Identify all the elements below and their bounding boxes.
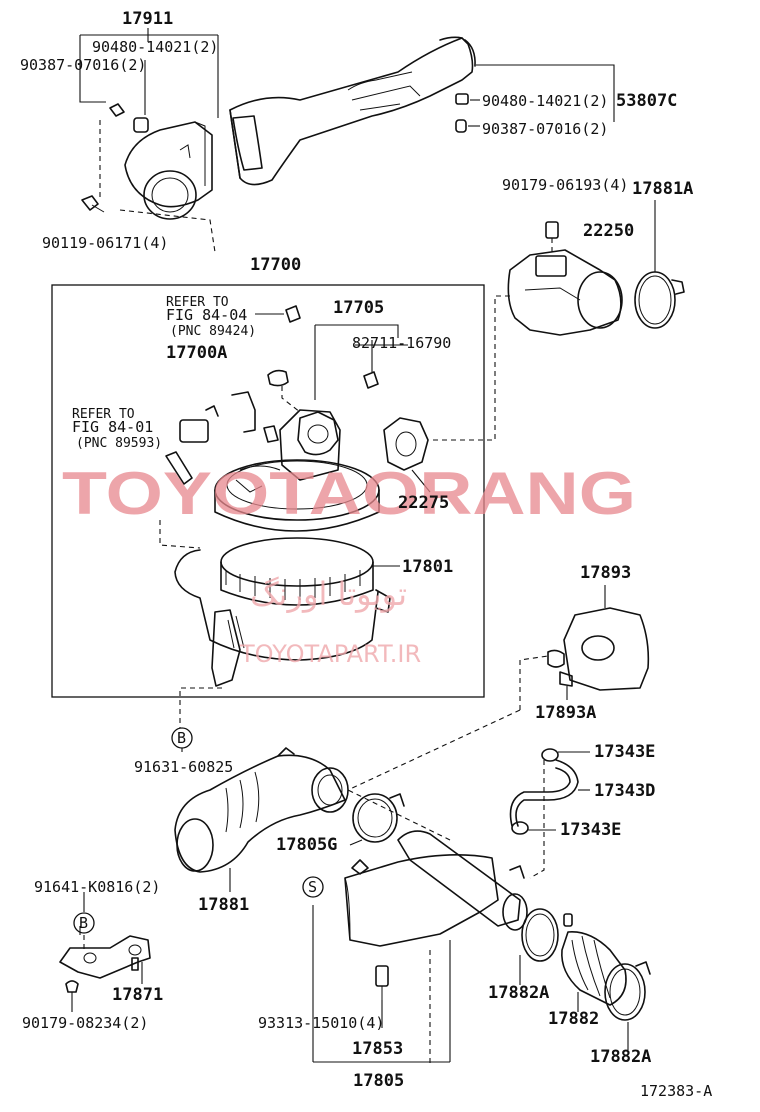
small-parts-top-left: [81, 103, 216, 253]
air-intake-duct-17911: [229, 36, 476, 186]
label-17343d: 17343D: [594, 781, 655, 801]
label-17893a: 17893A: [535, 703, 596, 723]
bottom-bracket-leaders: [79, 748, 451, 1063]
label-90179-08234: 90179-08234(2): [22, 1014, 148, 1032]
label-90387-07016-top: 90387-07016(2): [20, 56, 146, 74]
air-cleaner-case: [159, 520, 391, 687]
intake-elbow: [124, 121, 213, 220]
label-82711-16790: 82711-16790: [352, 334, 451, 352]
label-refer1-line1: REFER TO: [166, 295, 229, 310]
callout-b-1: B: [177, 729, 186, 747]
label-17882a-bottom: 17882A: [590, 1047, 651, 1067]
gasket-22275: [383, 417, 431, 493]
label-90119-06171: 90119-06171(4): [42, 234, 168, 252]
callout-b-2: B: [79, 914, 88, 932]
label-90480-14021-right: 90480-14021(2): [482, 92, 608, 110]
label-91641-k0816: 91641-K0816(2): [34, 878, 160, 896]
label-22275: 22275: [398, 493, 449, 513]
label-17801: 17801: [402, 557, 453, 577]
duct-17882-assy: [519, 908, 651, 1050]
label-17881: 17881: [198, 895, 249, 915]
bracket-17871: [59, 892, 151, 1012]
label-91631-60825: 91631-60825: [134, 758, 233, 776]
air-cleaner-cap-17705: [214, 409, 380, 532]
label-17705: 17705: [333, 298, 384, 318]
label-17893: 17893: [580, 563, 631, 583]
small-parts-17700: [165, 305, 408, 485]
figure-id: 172383-A: [640, 1082, 712, 1100]
label-90387-07016-right: 90387-07016(2): [482, 120, 608, 138]
watermark-site: TOYOTAPART.IR: [239, 640, 421, 668]
label-refer2-line2: FIG 84-01: [72, 418, 153, 436]
label-17853: 17853: [352, 1039, 403, 1059]
label-53807c: 53807C: [616, 91, 677, 111]
callout-b-circle-1: [171, 727, 193, 749]
label-17871: 17871: [112, 985, 163, 1005]
label-17882: 17882: [548, 1009, 599, 1029]
assembly-17700-frame: [51, 284, 485, 698]
label-17700: 17700: [250, 255, 301, 275]
resonator-17805: [344, 830, 528, 1064]
element-17801: [220, 537, 400, 606]
watermark-brand: TOYOTAORANG: [62, 460, 636, 527]
clamp-17881a: [634, 200, 685, 329]
clamp-17805g: [349, 793, 405, 846]
air-flow-meter-22250: [507, 221, 623, 336]
label-22250: 22250: [583, 221, 634, 241]
callout-b-circle-2: [73, 912, 95, 934]
label-90480-14021-top: 90480-14021(2): [92, 38, 218, 56]
label-refer1-line3: (PNC 89424): [170, 324, 256, 339]
label-17805g: 17805G: [276, 835, 337, 855]
label-refer1-line2: FIG 84-04: [166, 306, 247, 324]
callout-s: S: [308, 878, 317, 896]
label-17805: 17805: [353, 1071, 404, 1091]
bracket-53807c: [455, 64, 615, 133]
label-refer2-line3: (PNC 89593): [76, 436, 162, 451]
label-17343e-top: 17343E: [594, 742, 655, 762]
hose-17881: [174, 747, 349, 892]
label-17881a: 17881A: [632, 179, 693, 199]
label-17911: 17911: [122, 9, 173, 29]
label-90179-06193: 90179-06193(4): [502, 176, 628, 194]
hose-17343: [509, 748, 590, 879]
silencer-17893: [547, 585, 650, 700]
label-17882a-middle: 17882A: [488, 983, 549, 1003]
label-93313-15010: 93313-15010(4): [258, 1014, 384, 1032]
watermark-arabic: تویوتا اورنگ: [250, 575, 407, 613]
label-refer2-line1: REFER TO: [72, 407, 135, 422]
label-17700a: 17700A: [166, 343, 227, 363]
callout-s-circle: [302, 876, 324, 898]
bracket-17911-leaders: [79, 28, 219, 118]
label-17343e-bottom: 17343E: [560, 820, 621, 840]
